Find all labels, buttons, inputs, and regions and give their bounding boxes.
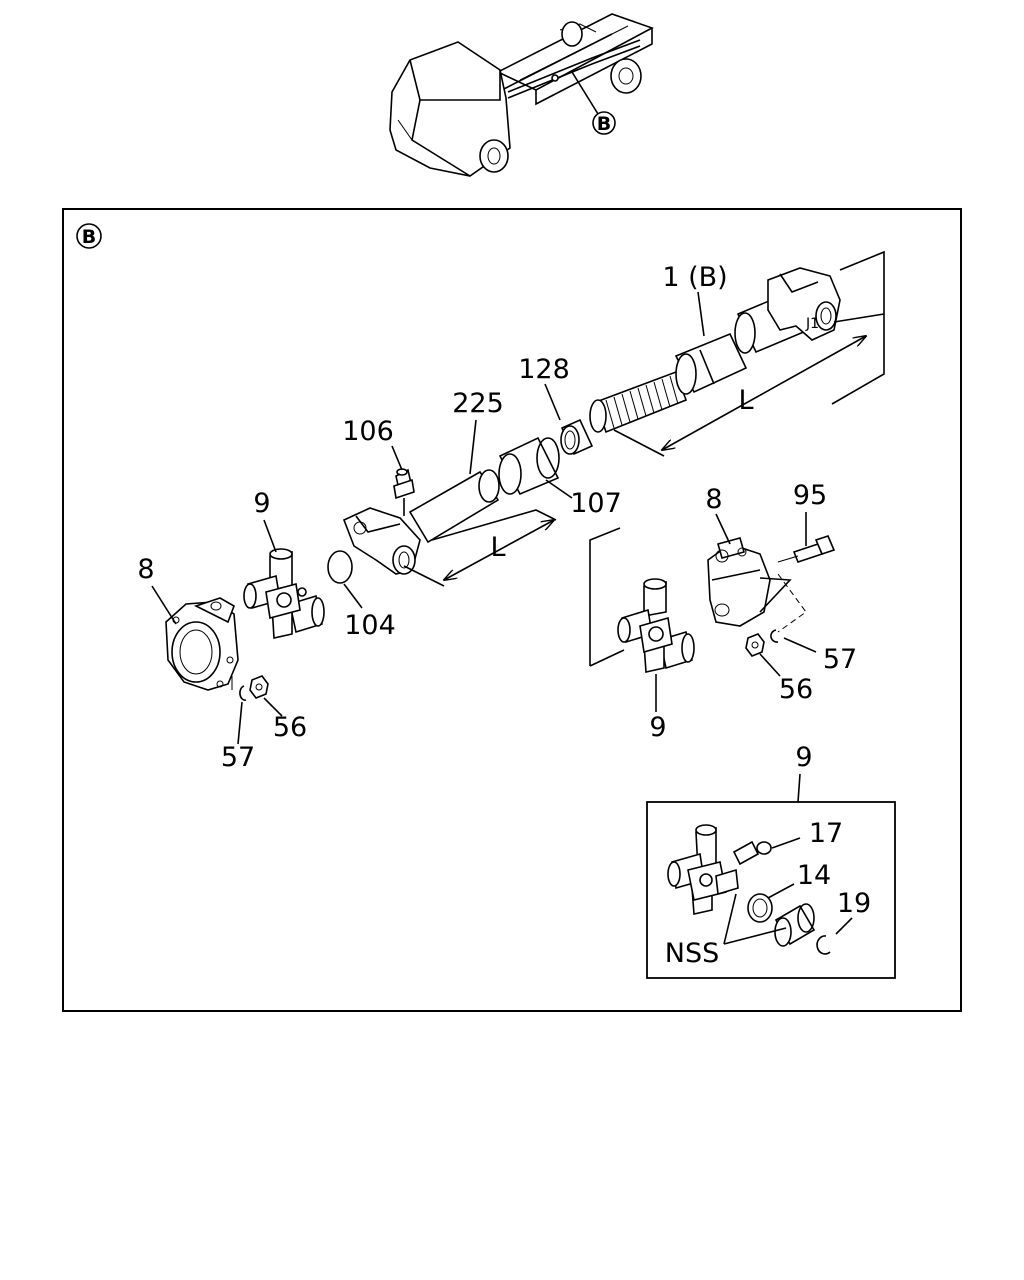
detail-snap-ring-19 — [816, 935, 831, 955]
right-universal-joint — [589, 527, 695, 673]
svg-text:J1: J1 — [805, 316, 819, 332]
main-view-border — [62, 208, 962, 1012]
leader-part-128 — [544, 383, 561, 421]
leader-part-56-right — [759, 653, 781, 677]
label-part-104: 104 — [344, 610, 396, 641]
locator-marker-label: B — [597, 113, 611, 135]
leader-part-9-detail — [797, 773, 801, 803]
leader-part-57-left — [237, 701, 243, 745]
leader-part-107 — [545, 479, 573, 499]
leader-part-14 — [767, 883, 795, 899]
label-part-9-left: 9 — [253, 488, 270, 519]
label-nss: NSS — [665, 938, 719, 969]
length-label-upper: L — [738, 385, 753, 416]
length-label-lower: L — [490, 532, 505, 563]
detail-seal-14 — [747, 893, 773, 923]
label-part-128: 128 — [518, 354, 570, 385]
leader-part-19 — [835, 917, 853, 935]
label-part-17: 17 — [809, 818, 843, 849]
leader-part-17 — [771, 837, 801, 849]
leader-nss-1 — [723, 893, 737, 945]
detail-bearing-cup — [774, 903, 816, 947]
label-part-1: 1 (B) — [662, 262, 727, 293]
label-part-8-right: 8 — [705, 484, 722, 515]
left-flange-yoke — [165, 597, 239, 691]
label-part-9-detail: 9 — [795, 742, 812, 773]
label-part-57-left: 57 — [221, 742, 255, 773]
label-part-57-right: 57 — [823, 644, 857, 675]
bolt-95 — [777, 535, 836, 563]
label-part-9-right: 9 — [649, 712, 666, 743]
right-washer-57 — [770, 629, 779, 643]
right-nut-56 — [745, 633, 765, 657]
part-106-grease-nipple — [393, 468, 415, 500]
leader-part-104 — [343, 583, 363, 609]
label-part-225: 225 — [452, 388, 504, 419]
label-part-19: 19 — [837, 888, 871, 919]
truck-locator-illustration — [389, 13, 654, 177]
leader-part-56-left — [263, 697, 283, 717]
universal-joint-detail-box — [646, 801, 896, 979]
label-part-107: 107 — [570, 488, 622, 519]
label-part-56-right: 56 — [779, 674, 813, 705]
detail-spider-cross — [667, 824, 739, 915]
leader-part-225 — [469, 419, 477, 475]
view-marker-circle — [76, 223, 102, 249]
leader-part-57-right — [783, 637, 817, 653]
leader-nss-2 — [723, 927, 787, 945]
detail-grease-fitting-17 — [732, 840, 772, 866]
part-104-plug — [327, 550, 353, 584]
label-part-56-left: 56 — [273, 712, 307, 743]
part-107-bushing — [498, 436, 560, 496]
label-part-14: 14 — [797, 860, 831, 891]
part-128-seal-ring — [560, 418, 594, 456]
right-flange-yoke — [707, 537, 807, 633]
label-part-95: 95 — [793, 480, 827, 511]
label-part-8-left: 8 — [137, 554, 154, 585]
length-dimension-upper — [613, 250, 885, 457]
leader-part-9-left — [263, 519, 277, 553]
leader-part-8-right — [715, 513, 731, 545]
label-part-106: 106 — [342, 416, 394, 447]
left-universal-joint — [243, 548, 325, 639]
locator-marker-circle — [592, 111, 616, 135]
part-225-slip-yoke — [342, 469, 500, 575]
leader-part-106 — [391, 445, 403, 471]
length-dimension-lower — [403, 509, 556, 587]
left-washer-57 — [239, 685, 247, 701]
leader-part-8-left — [151, 585, 177, 625]
leader-part-1 — [697, 291, 705, 337]
left-nut-56 — [249, 675, 269, 699]
view-marker-label: B — [82, 226, 96, 248]
